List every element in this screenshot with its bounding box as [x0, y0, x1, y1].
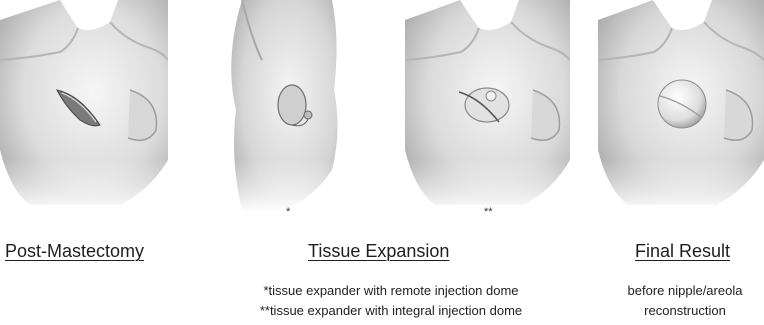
final-result-note-line-1: before nipple/areola [612, 281, 758, 301]
remote-dome-note: *tissue expander with remote injection d… [228, 281, 554, 301]
remote-dome-marker: * [286, 206, 290, 218]
final-result-title: Final Result [635, 240, 730, 262]
integral-dome-note: **tissue expander with integral injectio… [228, 301, 554, 321]
tissue-expansion-title: Tissue Expansion [308, 240, 449, 262]
integral-dome-marker: ** [484, 206, 493, 218]
post-mastectomy-title: Post-Mastectomy [5, 240, 144, 262]
final-result-illustration [598, 0, 764, 212]
post-mastectomy-illustration [0, 0, 168, 212]
tissue-expansion-remote-illustration [222, 0, 362, 212]
final-result-note-line-2: reconstruction [612, 301, 758, 321]
tissue-expansion-notes: *tissue expander with remote injection d… [228, 281, 554, 321]
final-result-notes: before nipple/areola reconstruction [612, 281, 758, 321]
tissue-expansion-integral-illustration [405, 0, 570, 212]
